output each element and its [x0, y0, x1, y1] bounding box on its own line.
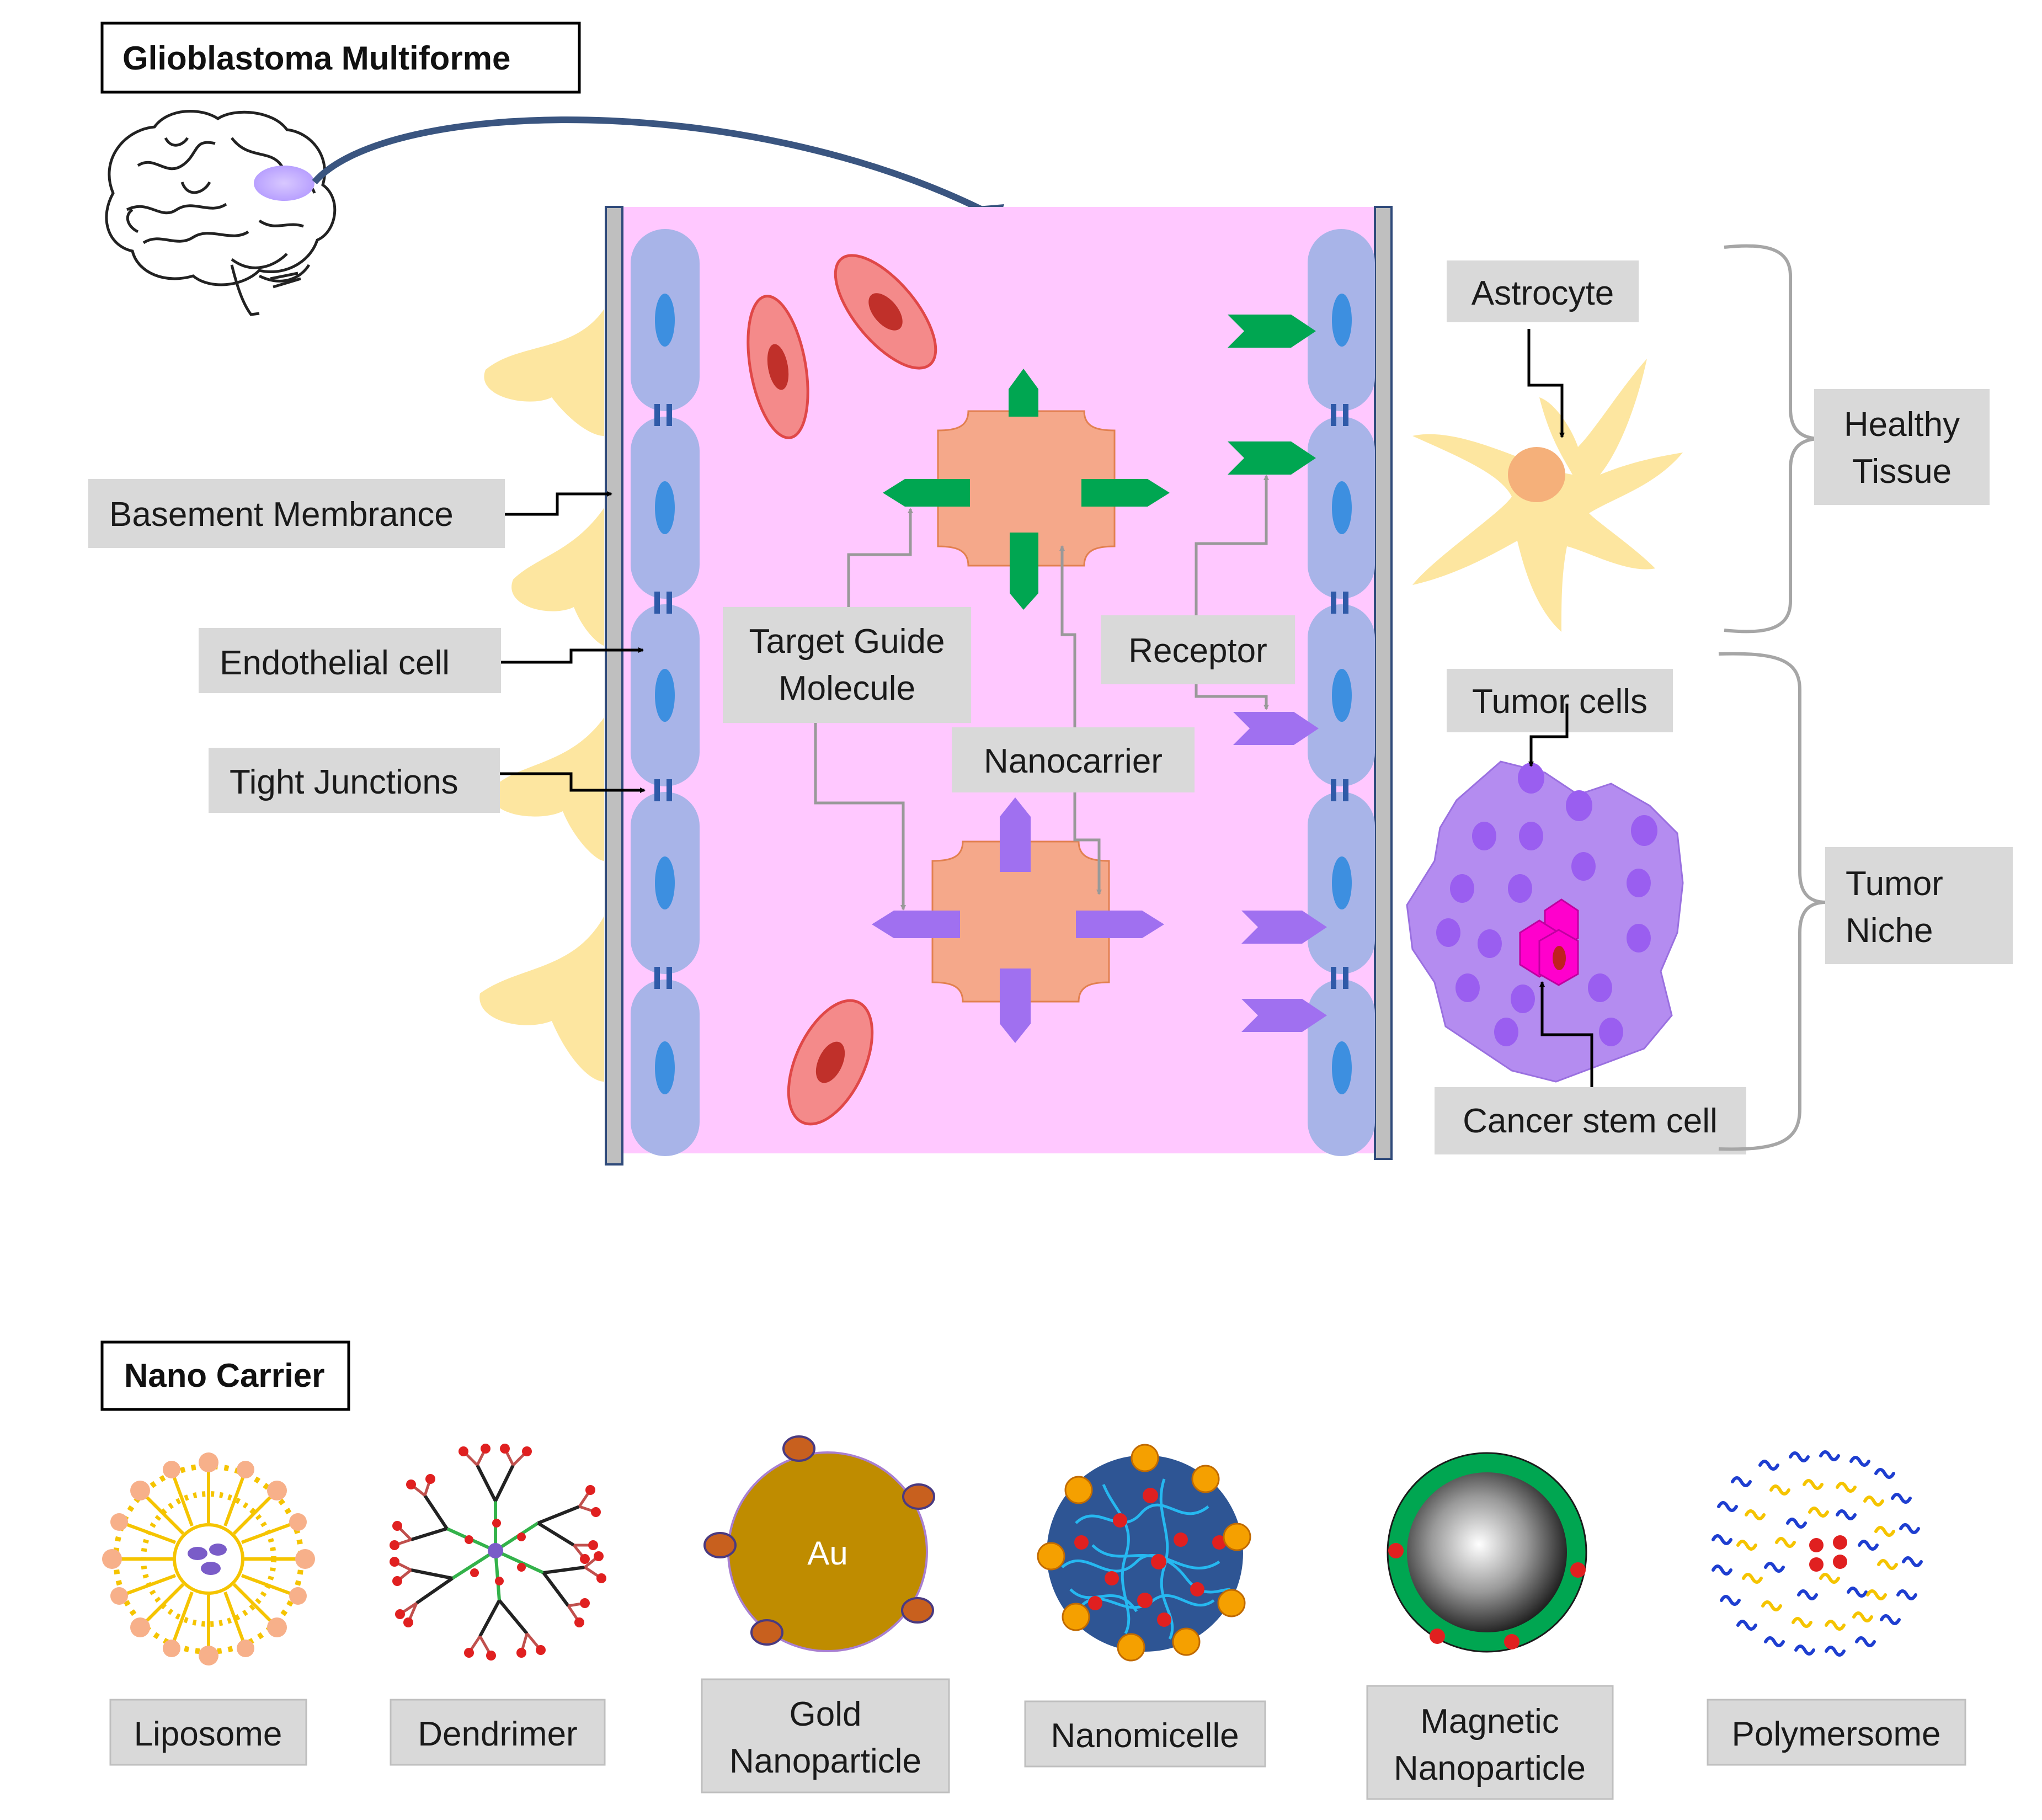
- endothelial-cell-pointer: [501, 647, 644, 664]
- endothelial-cells-left: [631, 229, 700, 1156]
- healthy-tissue-brace: [1724, 244, 1821, 634]
- svg-text:Magnetic: Magnetic: [1420, 1702, 1559, 1741]
- glioblastoma-title-box: Glioblastoma Multiforme: [100, 22, 581, 94]
- tumor-cell-nuclei: [1436, 763, 1657, 1046]
- cancer-stem-cell-label: Cancer stem cell: [1435, 1087, 1746, 1154]
- svg-text:Astrocyte: Astrocyte: [1471, 274, 1614, 312]
- dendrimer-endgroups: [390, 1444, 606, 1661]
- svg-text:Nanoparticle: Nanoparticle: [729, 1742, 921, 1780]
- dendrimer-icon: [393, 1448, 603, 1657]
- svg-text:Niche: Niche: [1846, 912, 1933, 950]
- nanomicelle-label: Nanomicelle: [1024, 1700, 1266, 1768]
- tumor-spot: [254, 166, 314, 201]
- svg-text:Nanocarrier: Nanocarrier: [984, 742, 1163, 780]
- red-blood-cells: [747, 254, 937, 1126]
- svg-text:Nanoparticle: Nanoparticle: [1394, 1749, 1586, 1787]
- cancer-stem-cell-pointer: [1539, 981, 1593, 1087]
- svg-text:Nanomicelle: Nanomicelle: [1051, 1717, 1239, 1755]
- target-guide-pointer-up: [847, 508, 913, 618]
- polymersome-core: [1809, 1535, 1847, 1572]
- gold-nanoparticle-icon: Au: [703, 1435, 935, 1652]
- gold-nanoparticle-label: Gold Nanoparticle: [701, 1678, 950, 1794]
- nano-carrier-title-box: Nano Carrier: [100, 1340, 350, 1411]
- astrocyte-label: Astrocyte: [1447, 260, 1639, 322]
- endothelial-cell-label: Endothelial cell: [199, 628, 501, 693]
- svg-text:Healthy: Healthy: [1844, 406, 1960, 444]
- svg-text:Tissue: Tissue: [1852, 453, 1952, 491]
- polymersome-label: Polymersome: [1707, 1699, 1966, 1766]
- svg-text:Endothelial cell: Endothelial cell: [220, 644, 450, 682]
- nanocarrier-green: [883, 369, 1170, 610]
- svg-text:Basement Membrance: Basement Membrance: [109, 496, 454, 534]
- nanocarrier-purple: [872, 797, 1164, 1043]
- tight-junctions-label: Tight Junctions: [209, 748, 500, 813]
- liposome-icon: [102, 1452, 315, 1665]
- svg-text:Polymersome: Polymersome: [1732, 1715, 1941, 1753]
- liposome-label: Liposome: [109, 1699, 307, 1766]
- receptor-pointer-down: [1195, 684, 1269, 710]
- magnetic-nanoparticle-icon: [1387, 1452, 1587, 1653]
- brain-to-vessel-arrow: [312, 116, 995, 219]
- target-guide-pointer-down: [814, 695, 906, 911]
- brain-icon: [105, 110, 337, 316]
- svg-text:Cancer stem cell: Cancer stem cell: [1463, 1102, 1718, 1140]
- svg-text:Tumor cells: Tumor cells: [1472, 683, 1648, 721]
- polymersome-icon: [1712, 1450, 1923, 1657]
- cancer-stem-cells: [1519, 898, 1579, 986]
- nanocarrier-pointer-up: [1059, 545, 1076, 727]
- astrocyte-pointer: [1527, 329, 1565, 438]
- tight-junctions-left: [654, 404, 672, 989]
- tumor-niche-label: Tumor Niche: [1825, 847, 2013, 964]
- nanocarrier-pointer-down: [1073, 792, 1102, 895]
- magnetic-nanoparticle-label: Magnetic Nanoparticle: [1366, 1685, 1614, 1800]
- tight-junctions-right: [1331, 404, 1348, 989]
- astrocyte-endfeet: [479, 309, 604, 1082]
- svg-text:Molecule: Molecule: [779, 669, 915, 707]
- receptor-label: Receptor: [1101, 615, 1295, 684]
- basement-membrane-left: [605, 206, 623, 1166]
- tumor-niche-brace: [1718, 652, 1827, 1151]
- svg-text:Dendrimer: Dendrimer: [418, 1715, 577, 1753]
- glioblastoma-title: Glioblastoma Multiforme: [122, 40, 510, 77]
- svg-text:Tumor: Tumor: [1846, 865, 1943, 903]
- nanocarrier-label: Nanocarrier: [952, 727, 1195, 792]
- astrocyte-nucleus: [1508, 447, 1565, 502]
- target-guide-molecule-label: Target Guide Molecule: [723, 607, 971, 723]
- basement-membrane-pointer: [505, 491, 612, 516]
- tumor-cells-label: Tumor cells: [1447, 669, 1673, 732]
- tumor-cells-pointer: [1528, 704, 1569, 767]
- basement-membrane-right: [1374, 206, 1393, 1160]
- svg-text:Tight Junctions: Tight Junctions: [230, 763, 458, 801]
- tight-junctions-pointer: [500, 772, 646, 793]
- nanomicelle-icon: [1037, 1444, 1251, 1662]
- receptors-green: [1228, 315, 1316, 475]
- dendrimer-label: Dendrimer: [390, 1699, 606, 1766]
- svg-text:Target Guide: Target Guide: [749, 622, 945, 661]
- svg-text:Liposome: Liposome: [134, 1715, 282, 1753]
- gold-symbol: Au: [807, 1535, 847, 1572]
- basement-membrane-label: Basement Membrance: [88, 479, 505, 548]
- healthy-tissue-label: Healthy Tissue: [1814, 389, 1990, 505]
- endothelial-cells-right: [1308, 229, 1375, 1156]
- svg-text:Receptor: Receptor: [1128, 632, 1267, 670]
- nano-carrier-title: Nano Carrier: [124, 1357, 324, 1394]
- svg-text:Gold: Gold: [790, 1695, 862, 1733]
- receptors-purple: [1233, 712, 1327, 1032]
- receptor-pointer-up: [1195, 475, 1269, 615]
